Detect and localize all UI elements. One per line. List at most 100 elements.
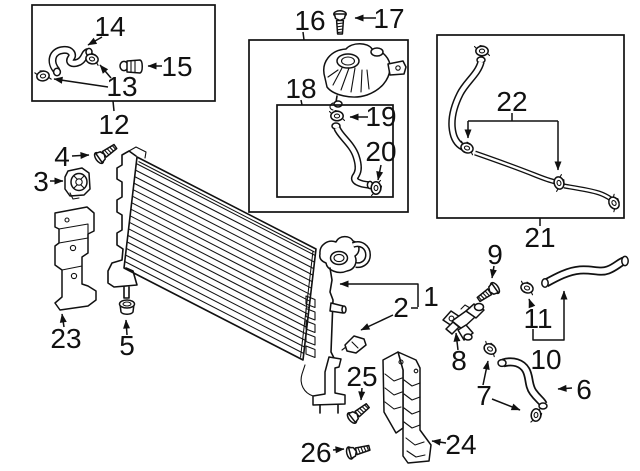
callout-26-label: 26 xyxy=(300,437,331,468)
callout-14[interactable]: 14 xyxy=(87,11,126,46)
grommet-drawing xyxy=(118,299,136,315)
reservoir-hose-drawing xyxy=(331,122,374,190)
shield-bolt-26-drawing xyxy=(344,441,372,461)
hose-clamp-20-drawing xyxy=(370,179,383,197)
callout-11[interactable]: 11 xyxy=(523,298,553,334)
callout-25-leader xyxy=(358,387,366,401)
callout-16[interactable]: 16 xyxy=(294,5,325,36)
callout-10-label: 10 xyxy=(530,344,561,375)
upper-hose-drawing xyxy=(541,255,629,288)
callout-8-label: 8 xyxy=(451,345,467,376)
callout-13-label: 13 xyxy=(106,71,137,102)
callout-10[interactable]: 10 xyxy=(530,290,568,375)
callout-5[interactable]: 5 xyxy=(119,319,135,361)
callout-14-label: 14 xyxy=(94,11,125,42)
callout-3[interactable]: 3 xyxy=(33,166,64,197)
callout-1-label: 1 xyxy=(423,281,439,312)
callout-7[interactable]: 7 xyxy=(476,360,521,411)
callout-7-leader-down xyxy=(491,398,521,411)
connector-fitting-drawing xyxy=(119,59,143,74)
callout-22[interactable]: 22 xyxy=(464,86,562,171)
callout-20-leader xyxy=(376,164,384,181)
callout-21[interactable]: 21 xyxy=(524,222,555,253)
callout-4-leader xyxy=(71,152,90,159)
callout-24[interactable]: 24 xyxy=(431,429,477,460)
drain-plug-drawing xyxy=(341,335,367,354)
callout-7-leader-up xyxy=(482,360,490,386)
hose-clamp-top-drawing xyxy=(473,44,491,57)
group-box-12 xyxy=(31,4,216,112)
callout-3-label: 3 xyxy=(33,166,49,197)
callout-23[interactable]: 23 xyxy=(50,313,82,354)
long-hose-drawing xyxy=(448,56,613,202)
callout-17[interactable]: 17 xyxy=(354,3,405,34)
hose-clamp-13a-drawing xyxy=(82,50,102,67)
group-box-21 xyxy=(436,34,625,226)
callout-7-label: 7 xyxy=(476,380,492,411)
callout-4-label: 4 xyxy=(54,141,70,172)
group-box-18 xyxy=(276,99,394,198)
callout-16-label: 16 xyxy=(294,5,325,36)
callout-18-label: 18 xyxy=(285,73,316,104)
callout-12[interactable]: 12 xyxy=(98,109,129,140)
callout-14-leader xyxy=(87,36,103,46)
callout-9-leader xyxy=(489,265,497,279)
callout-26[interactable]: 26 xyxy=(300,437,345,468)
callout-9-label: 9 xyxy=(487,239,503,270)
callout-8[interactable]: 8 xyxy=(451,332,467,376)
callout-5-label: 5 xyxy=(119,330,135,361)
mount-bolt-drawing xyxy=(92,140,120,166)
callout-23-label: 23 xyxy=(50,323,81,354)
reservoir-bolt-drawing xyxy=(333,10,347,35)
callout-22-bracket xyxy=(468,113,558,122)
callout-1-leader xyxy=(339,280,419,307)
callout-13-leader-b xyxy=(53,76,109,88)
callout-19[interactable]: 19 xyxy=(349,101,397,132)
hose-clamp-7a-drawing xyxy=(480,339,500,358)
callout-22-label: 22 xyxy=(496,86,527,117)
radiator-assembly-drawing xyxy=(107,146,372,414)
callout-25[interactable]: 25 xyxy=(346,361,378,401)
callout-9[interactable]: 9 xyxy=(487,239,503,279)
callout-15[interactable]: 15 xyxy=(147,51,193,82)
callout-10-bracket xyxy=(532,290,568,341)
callout-13-leader-a xyxy=(99,64,112,79)
side-bracket-drawing xyxy=(54,206,97,311)
callout-6-leader xyxy=(557,384,573,392)
hose-clamp-7b-drawing xyxy=(529,406,543,424)
callout-21-label: 21 xyxy=(524,222,555,253)
callout-1[interactable]: 1 xyxy=(339,280,439,312)
callout-19-label: 19 xyxy=(365,101,396,132)
air-guard-shield-drawing xyxy=(382,351,432,464)
callout-6[interactable]: 6 xyxy=(557,374,592,405)
callout-15-label: 15 xyxy=(161,51,192,82)
callout-4[interactable]: 4 xyxy=(54,141,90,172)
callout-8-leader xyxy=(453,332,461,351)
water-outlet-fitting-drawing xyxy=(442,302,485,341)
callout-17-label: 17 xyxy=(373,3,404,34)
callout-11-leader xyxy=(528,298,536,309)
callout-13[interactable]: 13 xyxy=(53,64,138,102)
callout-26-leader xyxy=(332,446,345,454)
callout-23-leader xyxy=(59,313,67,328)
callout-18[interactable]: 18 xyxy=(285,73,316,104)
callout-24-leader xyxy=(431,438,447,446)
callout-2-leader xyxy=(360,314,394,331)
callout-20[interactable]: 20 xyxy=(365,136,397,181)
hose-clamp-22b-drawing xyxy=(551,173,568,193)
shield-bolt-25-drawing xyxy=(344,400,373,426)
hose-clamp-13b-drawing xyxy=(33,68,52,83)
hose-clamp-19-drawing xyxy=(328,109,346,122)
hose-clamp-11-drawing xyxy=(517,279,537,296)
lower-hose-drawing xyxy=(497,357,548,410)
callout-6-label: 6 xyxy=(576,374,592,405)
callout-20-label: 20 xyxy=(365,136,396,167)
fitting-bolt-drawing xyxy=(474,280,502,306)
callout-2[interactable]: 2 xyxy=(360,292,418,331)
callout-2-label: 2 xyxy=(393,292,409,323)
callout-11-label: 11 xyxy=(523,303,552,334)
callout-5-leader xyxy=(123,319,131,336)
callout-24-label: 24 xyxy=(445,429,476,460)
